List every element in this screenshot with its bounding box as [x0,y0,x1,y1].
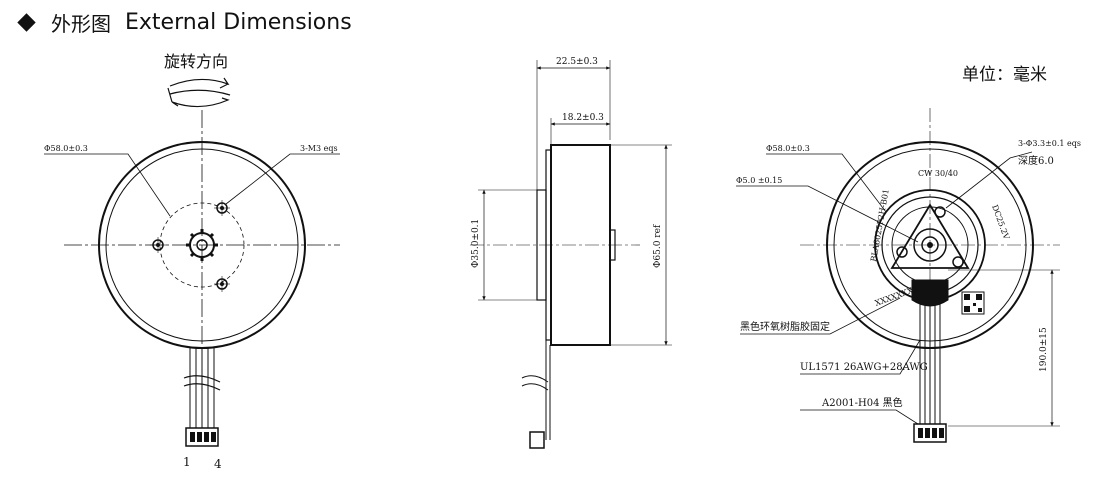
back-small-diameter-label: Φ5.0 ±0.15 [736,176,782,185]
pin-4-label: 4 [214,457,222,471]
wire-spec-label: UL1571 26AWG+28AWG [800,362,928,373]
pin-1-label: 1 [183,455,191,469]
epoxy-label: 黑色环氧树脂胶固定 [740,320,830,333]
mount-hole-icon [214,200,230,216]
page-header: 外形图 External Dimensions [14,6,352,38]
rotation-direction-label: 旋转方向 [164,52,229,71]
connector-icon [185,427,219,447]
front-holes-label: 3-M3 eqs [300,144,338,153]
back-hole-icon [952,256,964,268]
back-connector-icon [913,423,947,443]
side-body-width-label: 18.2±0.3 [562,113,604,123]
back-wire-bundle [919,300,941,424]
rotor-mark: CW 30/40 [918,169,958,178]
title-english: External Dimensions [125,9,352,35]
side-outer-diameter-label: Φ65.0 ref [653,224,663,268]
rotation-arrow-icon [167,77,231,108]
wire-length-label: 190.0±15 [1039,327,1049,372]
side-inner-diameter-label: Φ35.0±0.1 [471,219,481,268]
side-wire [521,300,551,440]
side-total-width-label: 22.5±0.3 [556,57,598,67]
model-mark: BLA6025P2H-B01 [869,188,891,262]
side-view: 22.5±0.3 18.2±0.3 Φ35.0±0.1 Φ65.0 ref [470,57,672,449]
wire-bundle [183,348,221,428]
side-connector-icon [529,431,545,449]
back-depth-label: 深度6.0 [1018,154,1054,167]
rotor-triangle [890,203,970,269]
front-view: Φ58.0±0.3 3-M3 eqs 1 4 [44,110,340,471]
back-holes-label: 3-Φ3.3±0.1 eqs [1018,139,1081,148]
mount-hole-icon [150,237,166,253]
back-hole-icon [896,246,908,258]
qr-code-icon [961,291,985,315]
back-hole-icon [934,206,946,218]
connector-spec-label: A2001-H04 黑色 [821,396,903,409]
back-view: CW 30/40 BLA6025P2H-B01 DC25.2V XXXXXXXX… [736,108,1081,443]
title-chinese: 外形图 [51,11,111,36]
back-diameter-label: Φ58.0±0.3 [766,144,810,153]
shaft-gear-icon [186,229,218,261]
voltage-mark: DC25.2V [990,204,1011,241]
front-diameter-label: Φ58.0±0.3 [44,144,88,153]
mount-hole-icon [214,276,230,292]
unit-label: 单位：毫米 [962,65,1047,85]
